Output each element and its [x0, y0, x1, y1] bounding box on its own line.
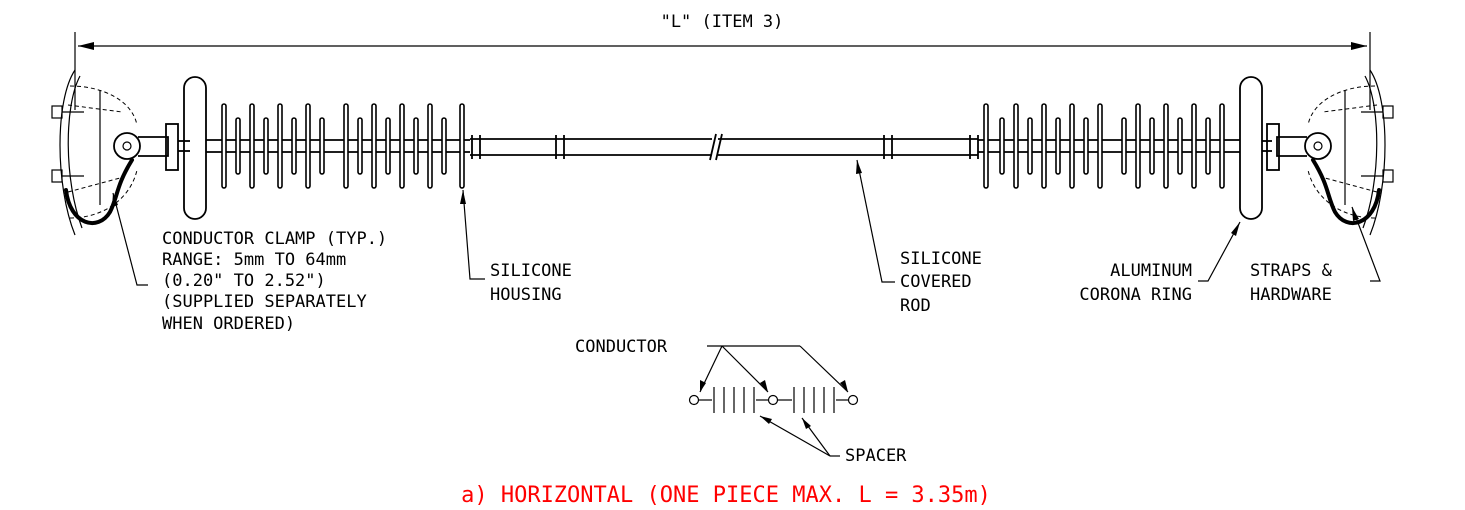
insulator-shed	[1177, 117, 1183, 175]
straps-callout: STRAPS & HARDWARE	[1250, 261, 1333, 305]
dimension-label: "L" (ITEM 3)	[661, 12, 784, 32]
leader-lines	[112, 159, 1381, 286]
insulator-shed	[357, 117, 363, 175]
rod-line-2: COVERED	[900, 272, 972, 292]
insulator-shed	[1219, 103, 1225, 189]
insulator-shed	[1041, 103, 1047, 189]
insulator-shed	[305, 103, 311, 189]
insulator-shed	[413, 117, 419, 175]
insulator-shed	[427, 103, 433, 189]
housing-callout: SILICONE HOUSING	[490, 261, 572, 305]
clamp-line-3: (0.20" TO 2.52")	[162, 271, 326, 291]
insulator-shed	[1083, 117, 1089, 175]
insulator-shed	[1191, 103, 1197, 189]
right-silicone-housing	[978, 103, 1240, 189]
straps-line-2: HARDWARE	[1250, 285, 1332, 305]
spacer-label: SPACER	[845, 446, 907, 466]
insulator-shed	[441, 117, 447, 175]
insulator-shed	[1135, 103, 1141, 189]
insulator-shed	[1121, 117, 1127, 175]
insulator-shed	[263, 117, 269, 175]
housing-line-1: SILICONE	[490, 261, 572, 281]
insulator-shed	[221, 103, 227, 189]
left-conductor-clamp	[51, 69, 179, 236]
insulator-shed	[319, 117, 325, 175]
clamp-line-5: WHEN ORDERED)	[162, 314, 295, 334]
insulator-shed	[1055, 117, 1061, 175]
insulator-shed	[459, 103, 465, 189]
insulator-shed	[399, 103, 405, 189]
straps-line-1: STRAPS &	[1250, 261, 1333, 281]
dimension-line	[74, 32, 1371, 110]
conductor-label: CONDUCTOR	[575, 337, 668, 357]
insulator-shed	[385, 117, 391, 175]
clamp-line-2: RANGE: 5mm TO 64mm	[162, 250, 346, 270]
insulator-shed	[371, 103, 377, 189]
housing-line-2: HOUSING	[490, 285, 562, 305]
right-corona-ring	[1239, 76, 1263, 220]
left-corona-ring	[183, 76, 207, 220]
insulator-shed	[1149, 117, 1155, 175]
rod-callout: SILICONE COVERED ROD	[900, 249, 982, 316]
corona-callout: ALUMINUM CORONA RING	[1079, 261, 1192, 305]
left-silicone-housing	[206, 103, 470, 189]
corona-line-1: ALUMINUM	[1110, 261, 1192, 281]
insulator-shed	[291, 117, 297, 175]
insulator-shed	[1069, 103, 1075, 189]
insulator-shed	[1027, 117, 1033, 175]
rod-line-1: SILICONE	[900, 249, 982, 269]
insulator-shed	[277, 103, 283, 189]
figure-caption: a) HORIZONTAL (ONE PIECE MAX. L = 3.35m)	[461, 483, 991, 508]
insulator-shed	[343, 103, 349, 189]
insulator-shed	[1013, 103, 1019, 189]
insulator-shed	[1205, 117, 1211, 175]
clamp-line-4: (SUPPLIED SEPARATELY	[162, 292, 367, 312]
insulator-shed	[1097, 103, 1103, 189]
silicone-covered-rod	[470, 133, 979, 161]
corona-line-2: CORONA RING	[1079, 285, 1192, 305]
insulator-shed	[235, 117, 241, 175]
insulator-shed	[249, 103, 255, 189]
right-conductor-clamp	[1266, 69, 1394, 236]
conductor-spacer-schematic: CONDUCTOR SPACER	[575, 337, 907, 466]
insulator-shed	[999, 117, 1005, 175]
clamp-line-1: CONDUCTOR CLAMP (TYP.)	[162, 229, 387, 249]
clamp-callout: CONDUCTOR CLAMP (TYP.) RANGE: 5mm TO 64m…	[162, 229, 387, 334]
rod-line-3: ROD	[900, 296, 931, 316]
insulator-shed	[983, 103, 989, 189]
insulator-shed	[1163, 103, 1169, 189]
